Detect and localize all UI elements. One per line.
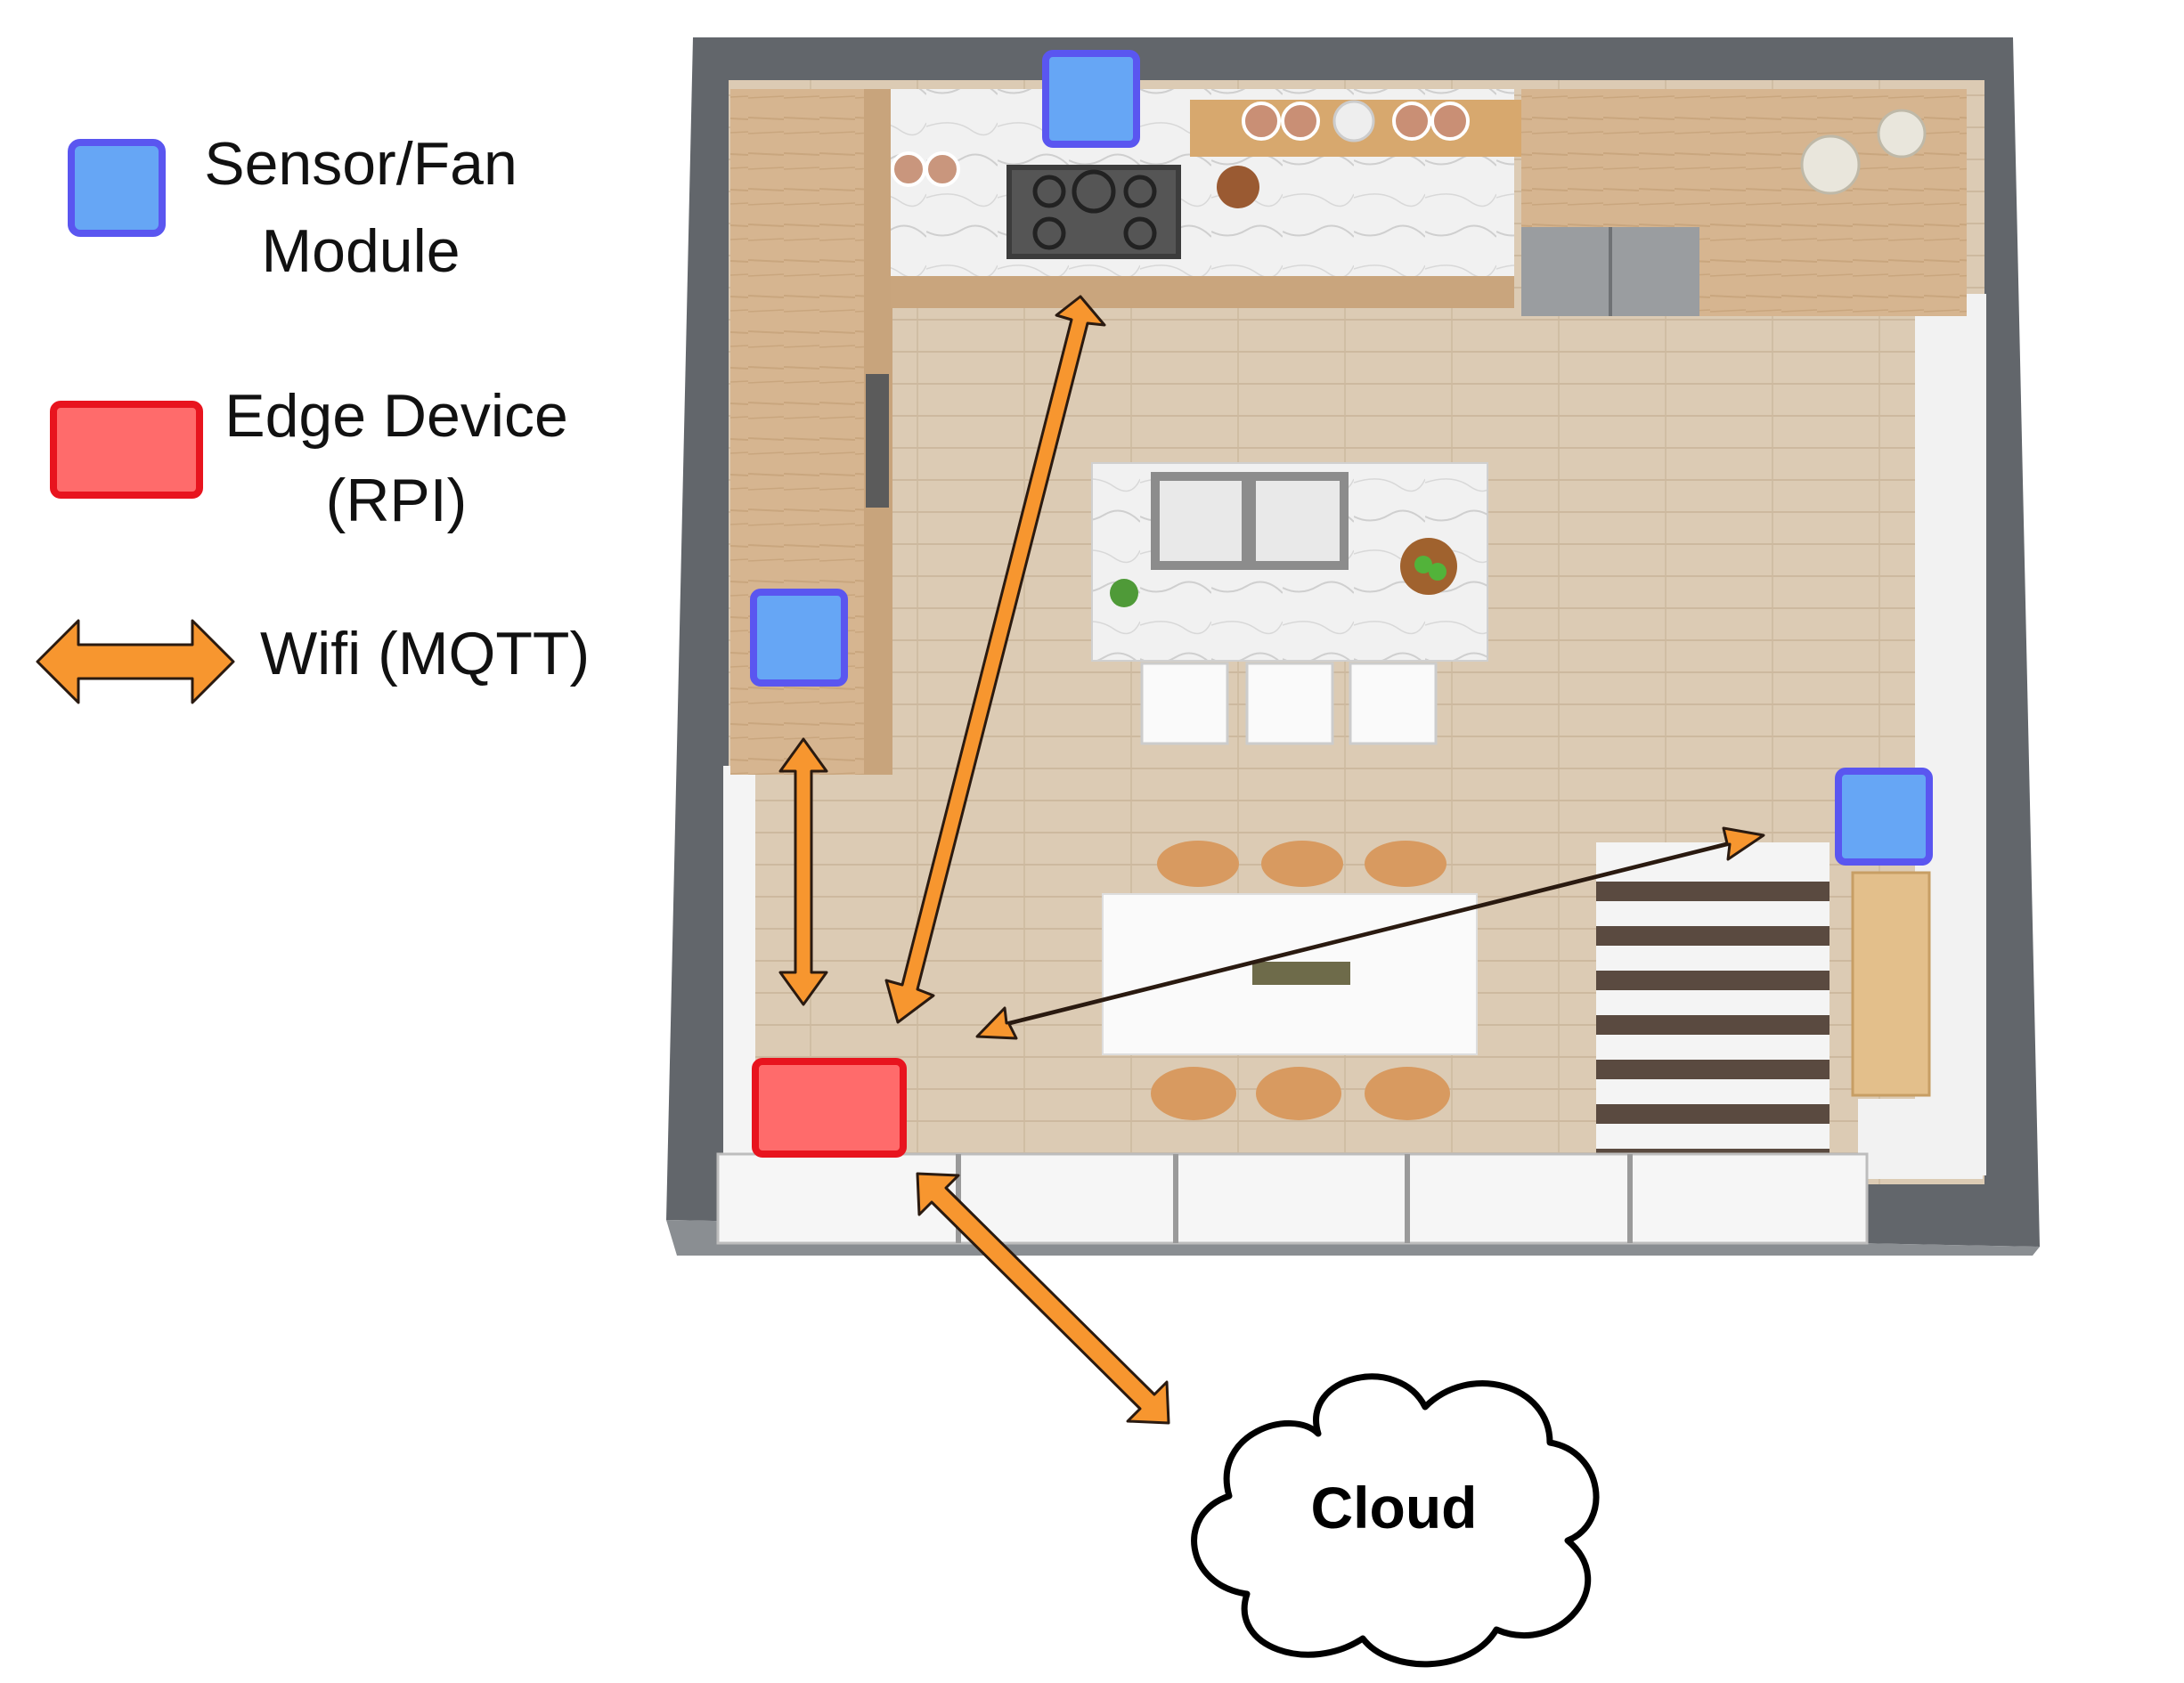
legend-sensor-label-2: Module: [261, 217, 460, 285]
stool: [1140, 662, 1229, 745]
legend: Sensor/Fan Module Edge Device (RPI) Wifi…: [36, 130, 590, 704]
side-cabinet: [1858, 1099, 1983, 1179]
cloud-label: Cloud: [1311, 1475, 1478, 1541]
kitchen-floor-plan: [666, 37, 2040, 1256]
plate: [1800, 134, 1861, 195]
bottom-window-frame: [716, 1152, 1869, 1245]
legend-sensor-label: Sensor/Fan: [204, 130, 517, 198]
legend-edge-label-2: (RPI): [326, 467, 468, 534]
legend-wifi-arrow-icon: [36, 619, 235, 704]
pantry-cabinet: [1699, 227, 1967, 316]
top-counter-front: [891, 276, 1514, 308]
canister: [925, 151, 960, 187]
edge-device: [752, 1058, 907, 1158]
kitchen-island: [1091, 462, 1488, 662]
stool: [1349, 662, 1438, 745]
jar: [1392, 102, 1431, 141]
legend-edge-device-icon: [50, 401, 203, 499]
sensor-module-left: [750, 589, 848, 687]
plate: [1877, 109, 1927, 159]
legend-sensor-icon: [68, 139, 166, 237]
dining-table: [1102, 841, 1478, 1120]
striped-rug: [1596, 842, 1830, 1168]
legend-edge-label: Edge Device: [224, 382, 568, 450]
legend-wifi-label: Wifi (MQTT): [260, 620, 590, 687]
bowl: [1217, 166, 1259, 208]
wooden-bench: [1851, 871, 1931, 1097]
jar: [1242, 102, 1281, 141]
cloud-icon: Cloud: [1191, 1373, 1600, 1668]
sensor-module-right: [1835, 768, 1933, 866]
wifi-arrow-cloud: [916, 1172, 1170, 1425]
jar: [1281, 102, 1320, 141]
wifi-arrows: [778, 295, 1765, 1425]
stool: [1245, 662, 1334, 745]
jar: [1430, 102, 1470, 141]
wifi-arrow-top-sensor: [884, 295, 1106, 1024]
wifi-arrow-right-sensor: [975, 826, 1765, 1040]
oven: [866, 374, 889, 508]
canister: [891, 151, 926, 187]
left-window: [723, 766, 755, 1158]
stove: [1006, 165, 1181, 259]
jar: [1332, 100, 1375, 142]
wifi-arrow-left-sensor: [778, 737, 828, 1006]
sensor-module-top: [1042, 50, 1140, 148]
